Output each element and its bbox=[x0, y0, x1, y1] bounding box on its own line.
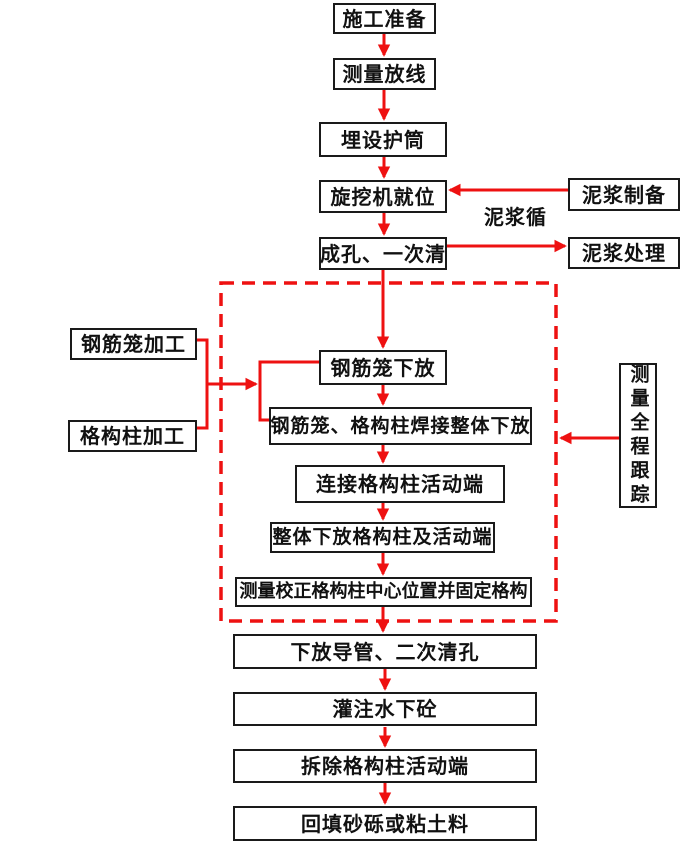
node-cage-fabrication: 钢筋笼加工 bbox=[70, 328, 197, 360]
node-tracking-whole-process: 测量全程跟踪 bbox=[619, 363, 657, 508]
node-pour-underwater-concrete: 灌注水下砼 bbox=[233, 692, 537, 726]
fabrication-bracket bbox=[197, 338, 209, 430]
node-mud-preparation: 泥浆制备 bbox=[568, 178, 680, 211]
node-measure-fix-center: 测量校正格构柱中心位置并固定格构 bbox=[235, 577, 532, 607]
node-column-fabrication: 格构柱加工 bbox=[68, 420, 197, 452]
node-backfill-gravel-clay: 回填砂砾或粘土料 bbox=[233, 806, 537, 841]
node-survey-layout: 测量放线 bbox=[333, 58, 436, 90]
node-construction-prep: 施工准备 bbox=[333, 3, 436, 34]
fabrication-fork bbox=[258, 360, 319, 422]
label-mud-circulation: 泥浆循 bbox=[484, 205, 547, 229]
tracking-vertical-text: 测量全程跟踪 bbox=[627, 363, 650, 508]
node-lower-conduit-second-clean: 下放导管、二次清孔 bbox=[233, 634, 537, 669]
node-connect-movable-end: 连接格构柱活动端 bbox=[295, 465, 505, 503]
node-drilling-first-clean: 成孔、一次清 bbox=[319, 237, 447, 270]
node-cage-lowering: 钢筋笼下放 bbox=[319, 350, 447, 385]
node-integral-lower-column: 整体下放格构柱及活动端 bbox=[270, 522, 495, 553]
node-rig-in-position: 旋挖机就位 bbox=[319, 180, 447, 213]
node-remove-movable-end: 拆除格构柱活动端 bbox=[233, 749, 537, 783]
node-bury-casing: 埋设护筒 bbox=[319, 122, 447, 157]
lattice-stage-dashed-boundary bbox=[219, 281, 558, 623]
node-weld-integral-lowering: 钢筋笼、格构柱焊接整体下放 bbox=[269, 407, 532, 445]
node-mud-treatment: 泥浆处理 bbox=[568, 237, 680, 269]
